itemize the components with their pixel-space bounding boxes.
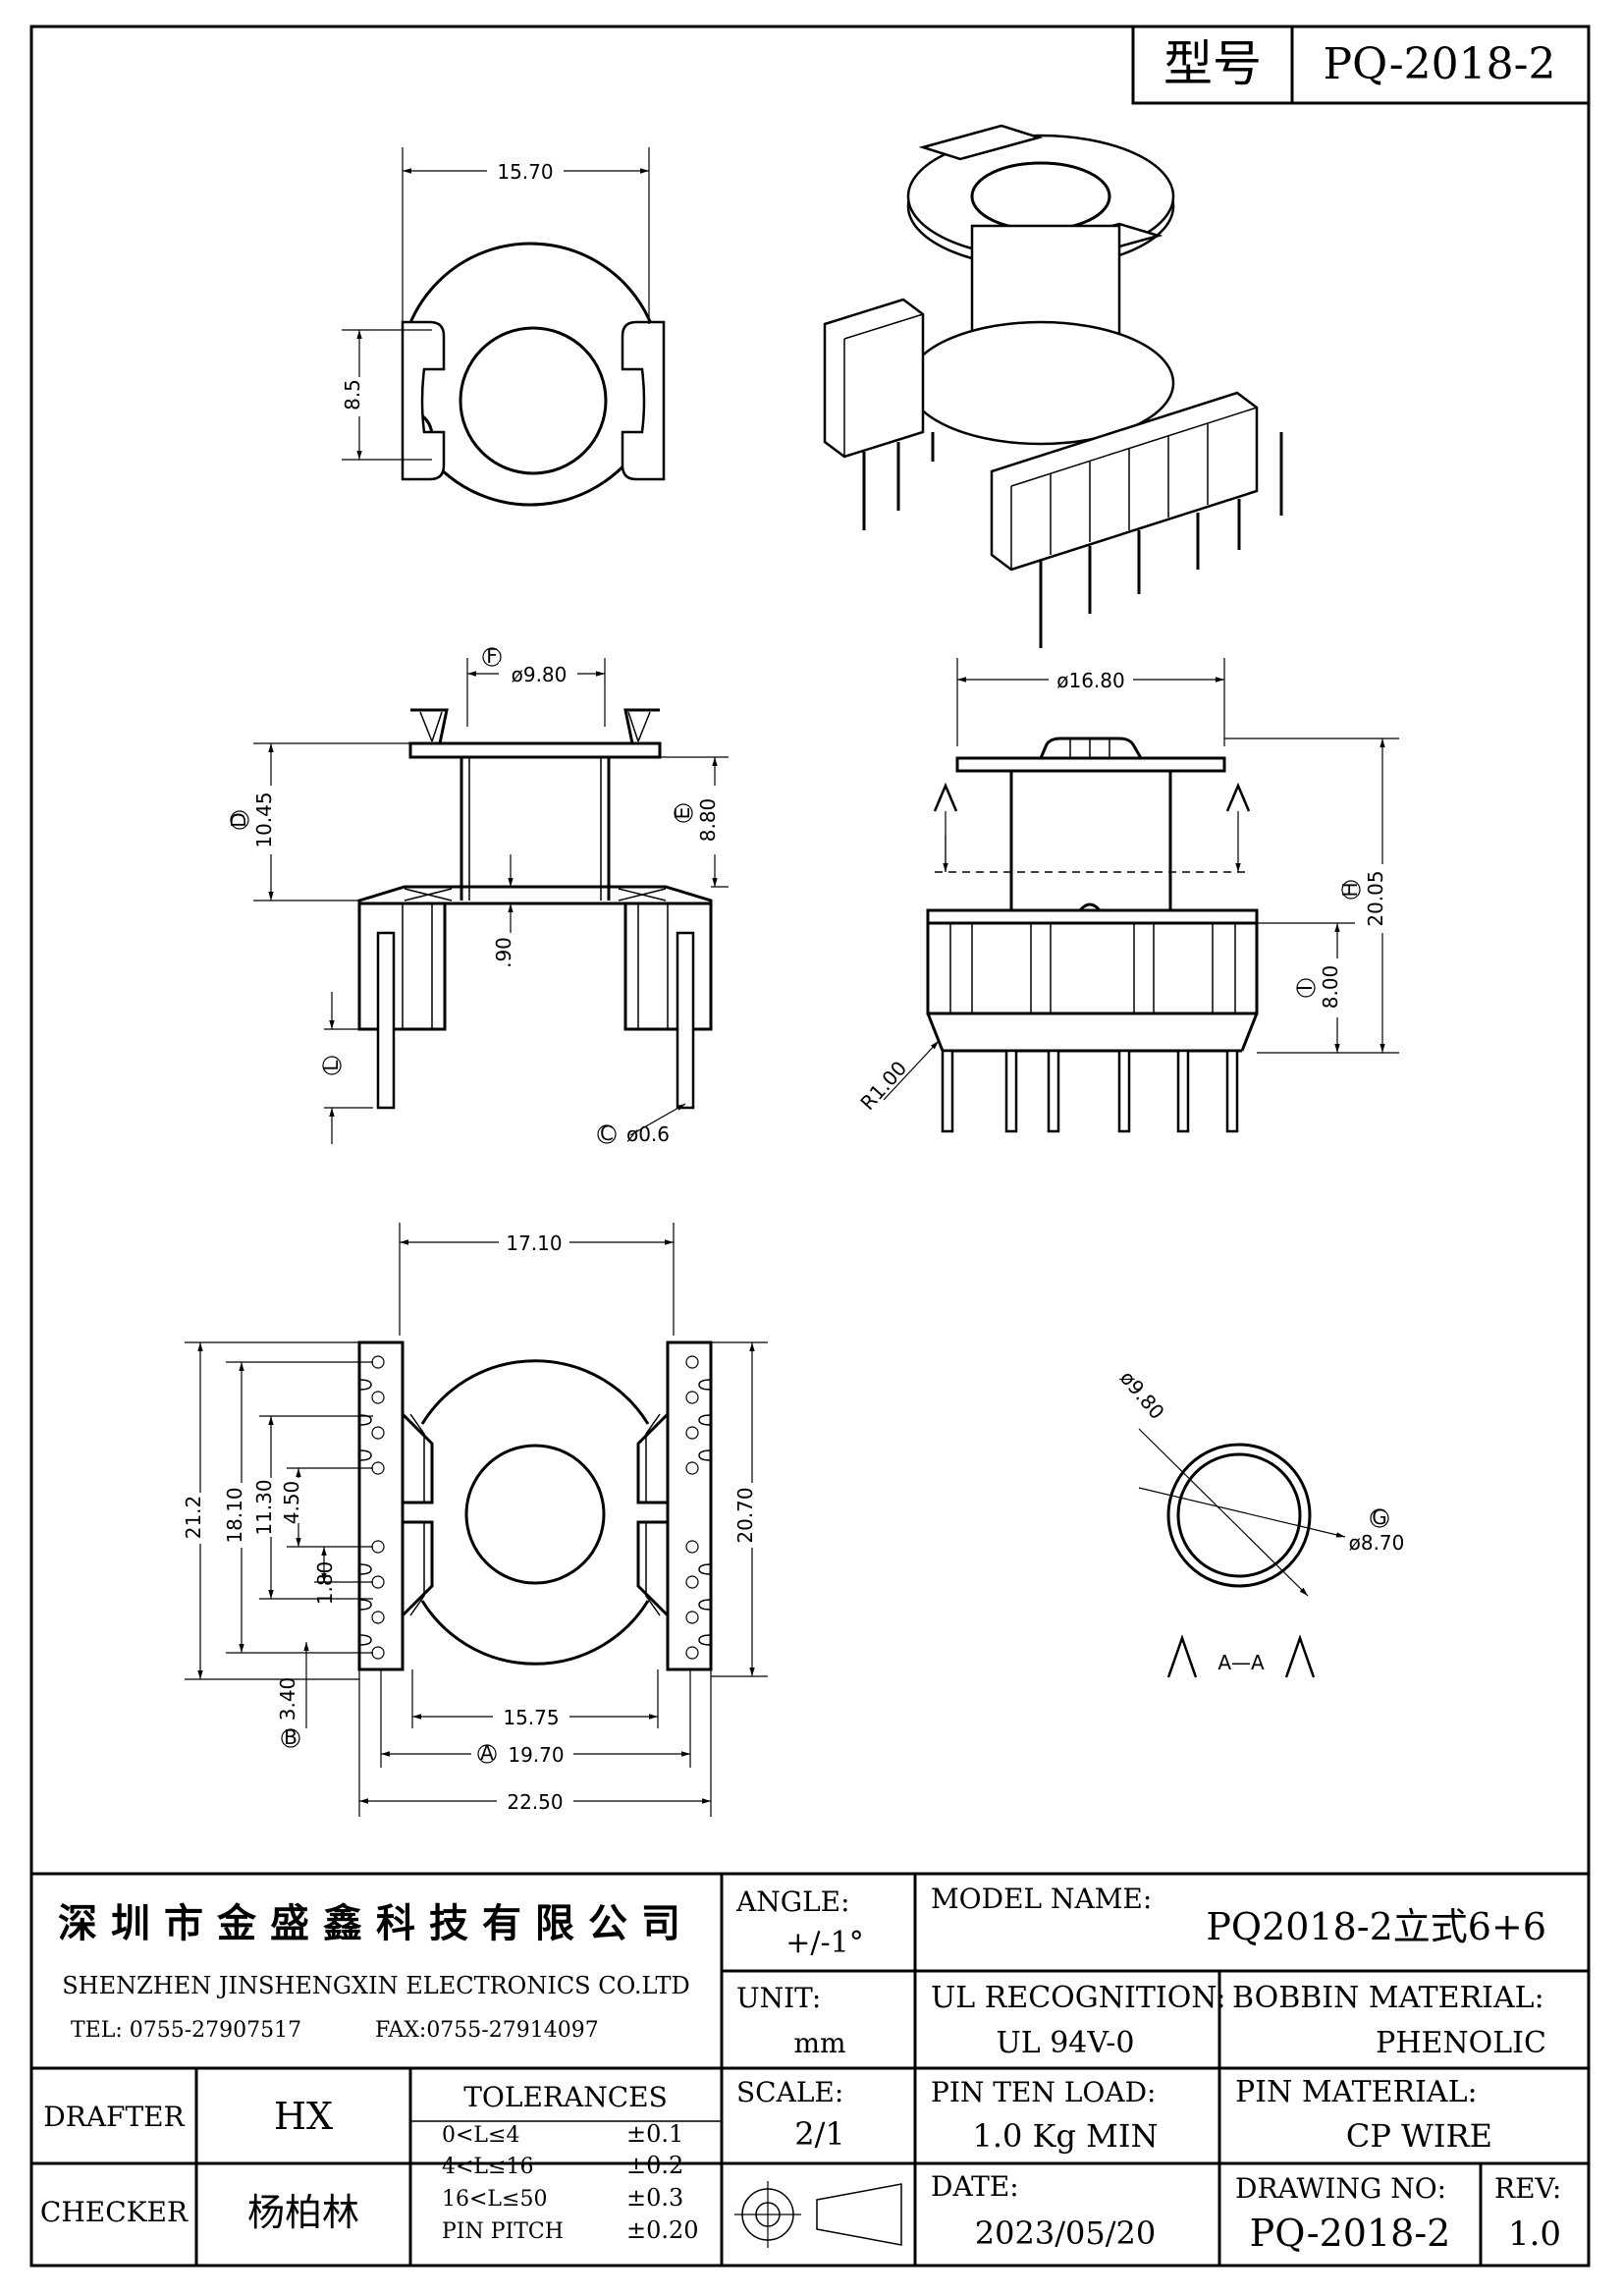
date-label: DATE: bbox=[931, 2170, 1019, 2203]
circle-letter-i: I bbox=[1293, 985, 1317, 991]
projection-symbol-icon bbox=[734, 2181, 902, 2248]
pin-material-value: CP WIRE bbox=[1346, 2117, 1492, 2155]
dim-f-flange: ø9.80 bbox=[512, 663, 568, 686]
tol-range-3: 16<L≤50 bbox=[442, 2187, 547, 2212]
dim-right-h: 20.70 bbox=[733, 1487, 757, 1543]
circle-letter-h: H bbox=[1338, 882, 1362, 897]
dim-left-pitch: 1.80 bbox=[313, 1561, 337, 1606]
date-value: 2023/05/20 bbox=[975, 2214, 1156, 2252]
tol-value-1: ±0.1 bbox=[626, 2120, 683, 2148]
front-view: F ø9.80 10.45 D 8.80 E .90 L C ø0.6 bbox=[227, 644, 729, 1146]
circle-letter-g: G bbox=[1372, 1505, 1387, 1529]
dim-top-width: 15.70 bbox=[497, 160, 553, 184]
title-block: 深圳市金盛鑫科技有限公司 SHENZHEN JINSHENGXIN ELECTR… bbox=[31, 1872, 1589, 2266]
dim-top-slot: 8.5 bbox=[341, 379, 364, 410]
section-label: A—A bbox=[1217, 1651, 1265, 1674]
ul-value: UL 94V-0 bbox=[996, 2026, 1134, 2060]
company-cn: 深圳市金盛鑫科技有限公司 bbox=[58, 1901, 694, 1946]
rev-label: REV: bbox=[1494, 2172, 1561, 2205]
dim-c-pin: ø0.6 bbox=[626, 1122, 670, 1146]
tolerances-label: TOLERANCES bbox=[463, 2081, 668, 2113]
checker-label: CHECKER bbox=[40, 2196, 189, 2228]
drafter-value: HX bbox=[274, 2095, 333, 2138]
circle-letter-l: L bbox=[319, 1060, 343, 1071]
dim-i-base: 8.00 bbox=[1319, 965, 1342, 1010]
tol-value-2: ±0.2 bbox=[626, 2152, 683, 2179]
dim-d-height: 10.45 bbox=[252, 792, 276, 847]
bobbin-label: BOBBIN MATERIAL: bbox=[1232, 1981, 1544, 2015]
dim-bottom-width: 17.10 bbox=[506, 1231, 562, 1255]
dim-left-h1: 21.2 bbox=[182, 1496, 205, 1540]
bottom-view: 17.10 21.2 18.10 11.30 4.50 1.80 3.40 B bbox=[182, 1223, 768, 1817]
isometric-view bbox=[823, 124, 1283, 648]
pin-material-label: PIN MATERIAL: bbox=[1235, 2075, 1478, 2109]
dim-h-total: 20.05 bbox=[1364, 870, 1387, 926]
ul-label: UL RECOGNITION: bbox=[931, 1981, 1226, 2015]
top-view: 15.70 8.5 bbox=[341, 147, 666, 507]
dim-base-gap: .90 bbox=[492, 937, 515, 968]
header-model-box: 型号 PQ-2018-2 bbox=[1131, 25, 1591, 105]
dim-side-flange: ø16.80 bbox=[1056, 669, 1125, 692]
bobbin-value: PHENOLIC bbox=[1376, 2026, 1546, 2060]
dim-sec-outer: ø9.80 bbox=[1115, 1366, 1169, 1424]
dim-left-h4: 4.50 bbox=[280, 1481, 303, 1525]
dim-a-width: 19.70 bbox=[508, 1743, 564, 1767]
dim-outer-w: 22.50 bbox=[507, 1790, 563, 1814]
dim-left-h2: 18.10 bbox=[223, 1487, 246, 1543]
scale-value: 2/1 bbox=[794, 2115, 845, 2153]
model-name-value: PQ2018-2立式6+6 bbox=[1206, 1905, 1546, 1948]
drafter-label: DRAFTER bbox=[43, 2101, 185, 2133]
angle-label: ANGLE: bbox=[735, 1886, 850, 1918]
tol-value-3: ±0.3 bbox=[626, 2184, 683, 2212]
circle-letter-d: D bbox=[227, 812, 250, 827]
checker-value: 杨柏林 bbox=[247, 2191, 359, 2234]
circle-letter-b: B bbox=[284, 1725, 298, 1749]
circle-letter-f: F bbox=[486, 644, 498, 668]
circle-letter-c: C bbox=[600, 1121, 614, 1145]
company-en: SHENZHEN JINSHENGXIN ELECTRONICS CO.LTD bbox=[62, 1972, 690, 1999]
tol-range-4: PIN PITCH bbox=[442, 2219, 564, 2244]
rev-value: 1.0 bbox=[1508, 2214, 1561, 2254]
scale-label: SCALE: bbox=[736, 2076, 843, 2108]
side-view: ø16.80 20.05 H 8.00 I R1.00 bbox=[855, 658, 1399, 1133]
circle-letter-e: E bbox=[671, 807, 694, 820]
section-a-a: ø9.80 G ø8.70 A—A bbox=[1115, 1366, 1405, 1678]
unit-label: UNIT: bbox=[736, 1982, 821, 2014]
tol-range-2: 4<L≤16 bbox=[442, 2155, 533, 2179]
drawing-no-label: DRAWING NO: bbox=[1235, 2172, 1446, 2205]
tol-range-1: 0<L≤4 bbox=[442, 2123, 519, 2148]
top-inner-bore bbox=[459, 326, 608, 475]
pin-load-label: PIN TEN LOAD: bbox=[931, 2076, 1156, 2108]
angle-value: +/-1° bbox=[785, 1926, 863, 1960]
model-value: PQ-2018-2 bbox=[1324, 39, 1556, 89]
dim-radius: R1.00 bbox=[855, 1057, 911, 1115]
dim-inner-w: 15.75 bbox=[503, 1706, 559, 1729]
unit-value: mm bbox=[793, 2027, 845, 2059]
model-name-label: MODEL NAME: bbox=[931, 1883, 1152, 1915]
circle-letter-a: A bbox=[480, 1741, 494, 1765]
drawing-no-value: PQ-2018-2 bbox=[1250, 2212, 1451, 2255]
tol-value-4: ±0.20 bbox=[626, 2216, 699, 2244]
company-fax: FAX:0755-27914097 bbox=[375, 2018, 599, 2043]
sheet-border bbox=[29, 25, 1591, 2268]
company-tel: TEL: 0755-27907517 bbox=[71, 2018, 301, 2043]
dim-left-h3: 11.30 bbox=[252, 1479, 276, 1535]
dim-g-inner: ø8.70 bbox=[1349, 1531, 1405, 1555]
model-label: 型号 bbox=[1163, 35, 1262, 92]
dim-e-height: 8.80 bbox=[696, 798, 720, 843]
dim-b-pin: 3.40 bbox=[276, 1677, 299, 1722]
pin-load-value: 1.0 Kg MIN bbox=[972, 2117, 1158, 2155]
